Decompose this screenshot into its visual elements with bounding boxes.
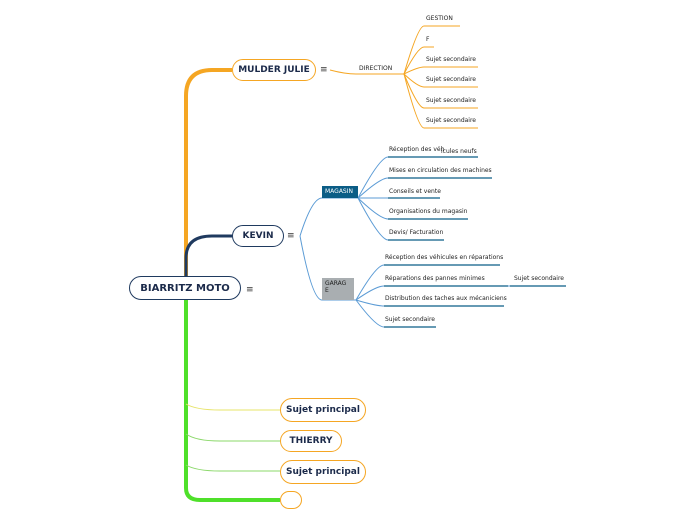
branch-sujet-principal-1[interactable]: Sujet principal [280,398,366,422]
direction-item[interactable]: Sujet secondaire [426,56,476,63]
trunk-orange [184,68,232,288]
direction-item[interactable]: GESTION [426,15,453,22]
trunk-navy [184,234,232,288]
mulder-menu-icon[interactable]: ≡ [320,65,328,75]
garage-item[interactable]: Réception des véhicules en réparations [385,254,504,261]
root-menu-icon[interactable]: ≡ [246,285,254,295]
link-thierry [185,433,280,442]
link-magasin [299,197,358,237]
garage-subitem[interactable]: Sujet secondaire [514,275,564,282]
magasin-item[interactable]: Organisations du magasin [389,208,468,215]
link-direction [329,69,404,75]
garage-item[interactable]: Réparations des pannes minimes [385,275,485,282]
kevin-label: KEVIN [242,231,274,241]
branch-kevin[interactable]: KEVIN [232,225,284,247]
direction-item[interactable]: Sujet secondaire [426,76,476,83]
direction-label[interactable]: DIRECTION [359,65,393,72]
magasin-item[interactable]: Devis/ Facturation [389,229,444,236]
mulder-julie-label: MULDER JULIE [238,65,310,75]
branch-mulder-julie[interactable]: MULDER JULIE [232,59,316,81]
magasin-item[interactable]: Conseils et vente [389,188,441,195]
direction-item[interactable]: Sujet secondaire [426,117,476,124]
garage-tag[interactable]: GARAG E [322,278,354,300]
root-label: BIARRITZ MOTO [140,282,230,294]
magasin-item[interactable]: Mises en circulation des machines [389,167,492,174]
trunk-green [184,288,280,502]
sujet-principal-1-label: Sujet principal [286,405,360,415]
magasin-item-overlap: icules neufs [441,148,477,155]
link-garage [299,235,356,301]
garage-item[interactable]: Sujet secondaire [385,316,435,323]
direction-item[interactable]: F [426,36,430,43]
link-sujet1 [185,403,280,411]
branch-thierry[interactable]: THIERRY [280,430,342,452]
magasin-tag[interactable]: MAGASIN [322,186,358,198]
sujet-principal-2-label: Sujet principal [286,467,360,477]
branch-sujet-principal-2[interactable]: Sujet principal [280,460,366,484]
branch-empty[interactable] [280,491,302,509]
link-sujet2 [185,464,280,472]
root-node[interactable]: BIARRITZ MOTO [129,276,241,300]
thierry-label: THIERRY [289,436,333,446]
magasin-leaf-links [357,156,492,241]
garage-item[interactable]: Distribution des taches aux mécaniciens [385,295,507,302]
direction-item[interactable]: Sujet secondaire [426,97,476,104]
magasin-item[interactable]: Réception des véh [389,146,445,153]
leaf-underlines [384,156,566,328]
kevin-menu-icon[interactable]: ≡ [287,231,295,241]
direction-leaf-links [403,25,478,129]
